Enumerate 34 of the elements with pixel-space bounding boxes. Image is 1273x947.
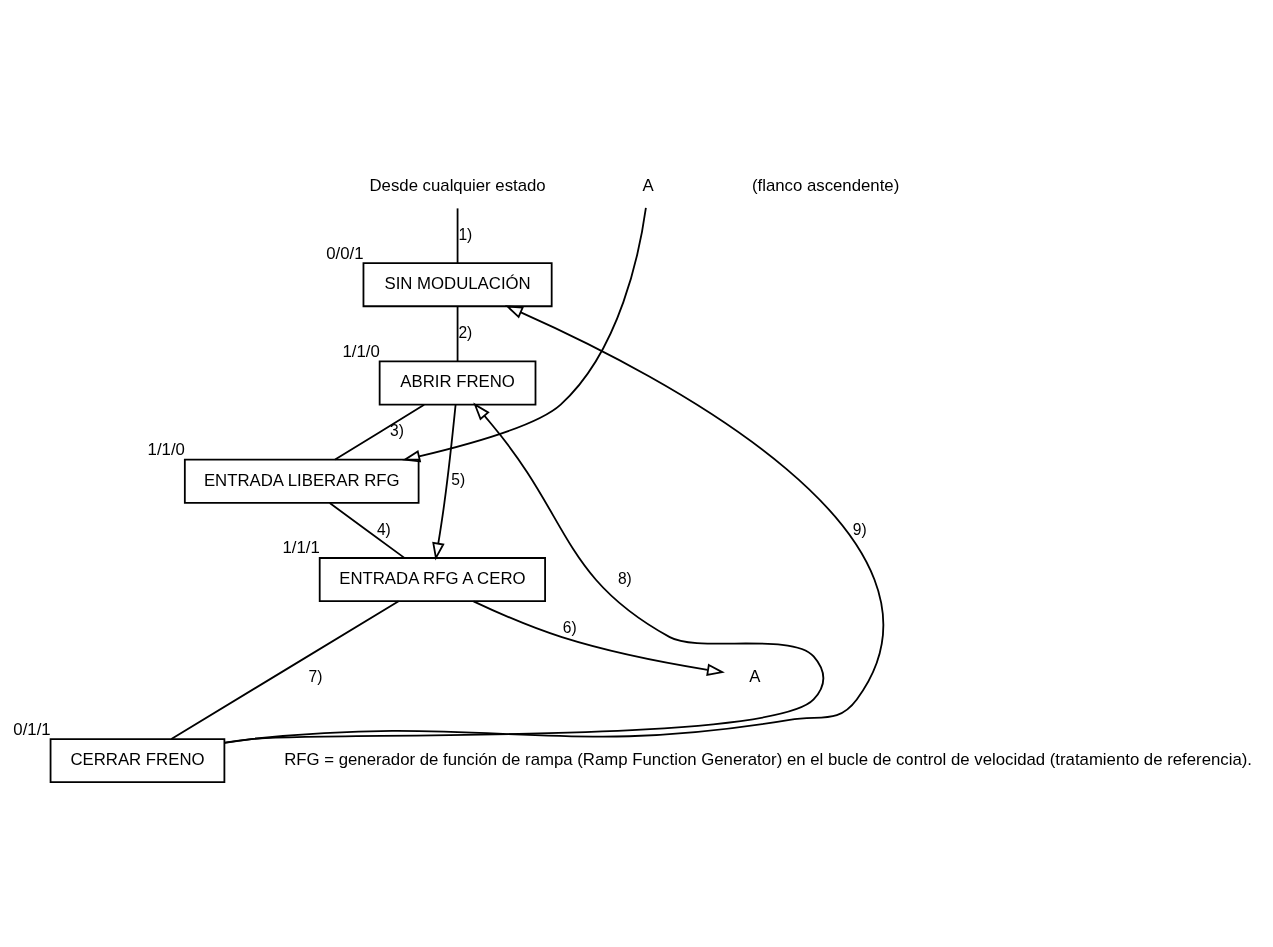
- label: (flanco ascendente): [751, 175, 900, 195]
- label: RFG = generador de función de rampa (Ramp Function Generator) en el bucle de control de velocidad (tratamiento de referencia).: [284, 750, 1252, 770]
- edge-label: 2): [458, 323, 473, 341]
- arrow: [223, 402, 825, 744]
- arrow: [432, 403, 457, 561]
- connector: [456, 305, 459, 363]
- node-label: 1/1/0: [342, 341, 380, 361]
- edge-label: 1): [458, 225, 473, 243]
- node-box: ABRIR FRENO: [378, 360, 537, 406]
- arrow: [402, 207, 647, 463]
- node-text: A: [749, 667, 761, 687]
- edge-label: 9): [852, 520, 867, 538]
- connector: [456, 207, 459, 264]
- edge-label: 6): [562, 618, 577, 636]
- node-text: A: [642, 175, 654, 195]
- node-label: 1/1/1: [282, 538, 320, 558]
- edge-label: 3): [390, 422, 404, 440]
- edge-label: 7): [308, 667, 323, 685]
- connector: [328, 502, 406, 559]
- node-label: 0/0/1: [326, 243, 364, 263]
- arrow: [223, 305, 885, 744]
- connector: [170, 600, 400, 740]
- edge-label: 8): [617, 569, 632, 587]
- node-box: ENTRADA RFG A CERO: [318, 557, 546, 603]
- node-label: 1/1/0: [147, 440, 185, 460]
- node-box: ENTRADA LIBERAR RFG: [183, 458, 420, 504]
- edge-label: 4): [376, 520, 391, 538]
- node-box: CERRAR FRENO: [49, 738, 226, 784]
- arrow: [472, 600, 725, 676]
- node-box: SIN MODULACIÓN: [362, 262, 553, 308]
- node-text: Desde cualquier estado: [369, 175, 546, 195]
- node-label: 0/1/1: [13, 719, 51, 739]
- edge-label: 5): [451, 471, 466, 489]
- connector: [334, 403, 426, 461]
